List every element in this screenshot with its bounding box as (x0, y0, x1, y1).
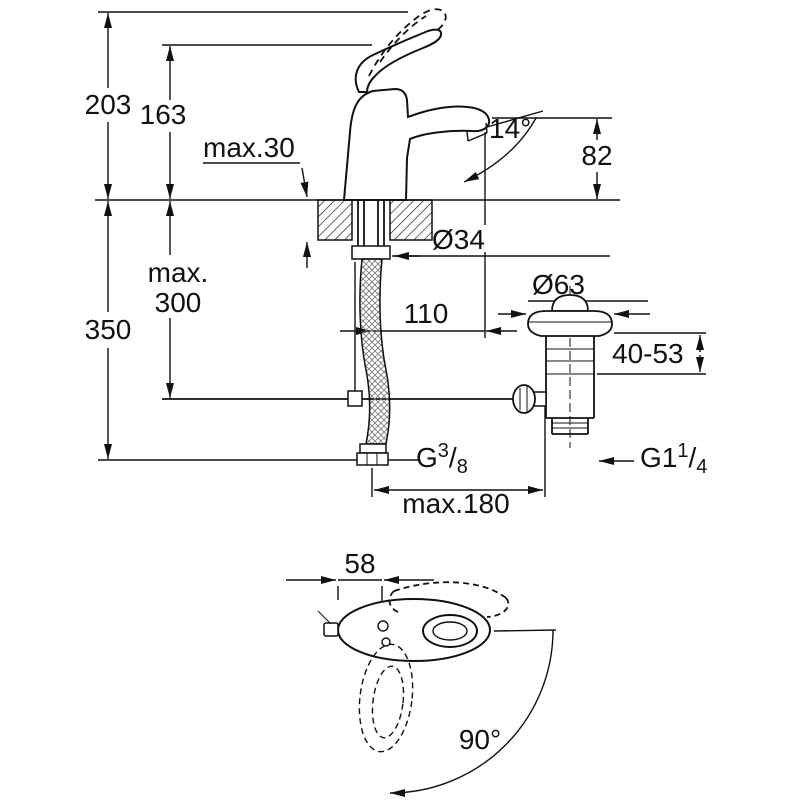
dim-14deg-arc-arrow (463, 117, 537, 183)
hose-braid (359, 258, 391, 445)
dim-350-label: 350 (85, 314, 132, 345)
dim-110-label: 110 (404, 298, 449, 329)
supply-thread-slash: / (449, 442, 457, 473)
plan-lever-dashed (388, 581, 510, 618)
mounting-shank (351, 200, 391, 260)
dim-max300-label-line2: 300 (155, 287, 202, 318)
label-waste-thread: G11/4 (640, 440, 707, 478)
waste-thread-prefix: G1 (640, 442, 677, 473)
waste-flange (527, 310, 613, 337)
dim-163-label: 163 (140, 99, 187, 130)
plan-spout-ring-inner (432, 621, 468, 641)
dim-82-label: 82 (581, 140, 612, 171)
mounting-nut (351, 245, 391, 260)
plan-swivel-outline (358, 643, 414, 753)
dim-range-label: 40-53 (612, 338, 684, 369)
supply-thread-denominator: 8 (457, 456, 468, 478)
swivel-spout-outer (358, 643, 414, 753)
faucet-body (342, 87, 491, 201)
popup-waste-assembly (512, 286, 613, 448)
plan-faucet (317, 581, 510, 753)
plan-spout-ring-outer (422, 614, 478, 648)
waste-plug (551, 294, 589, 312)
waste-thread-slash: / (688, 442, 696, 473)
dim-90deg-arc (389, 629, 554, 797)
hose-ferrule (359, 443, 387, 454)
supply-thread-numerator: 3 (438, 440, 449, 462)
waste-knurled-nut (512, 384, 536, 414)
supply-thread-prefix: G (416, 442, 438, 473)
dim-90deg-label: 90° (459, 724, 501, 755)
front-view-labels: 203 163 max.30 14° 82 Ø34 Ø63 max. 300 3… (85, 89, 708, 519)
top-view: 58 90° (286, 548, 557, 797)
dim-dia34-label: Ø34 (432, 224, 485, 255)
extension-lines (95, 11, 706, 497)
angle-ray-14deg (486, 110, 544, 128)
popup-linkage (162, 262, 545, 407)
front-view: 203 163 max.30 14° 82 Ø34 Ø63 max. 300 3… (85, 8, 708, 519)
swivel-spout-inner (371, 665, 405, 739)
plan-cartridge-dot-1 (377, 620, 389, 632)
faucet-lever (354, 28, 443, 93)
mounting-deck-hatch (317, 199, 433, 241)
faucet (342, 8, 491, 201)
dimension-lines (104, 13, 704, 494)
top-view-labels: 58 90° (344, 548, 501, 755)
label-supply-thread: G3/8 (416, 440, 468, 478)
dim-203-label: 203 (85, 89, 132, 120)
plan-pullrod-tab (323, 622, 339, 637)
dim-14deg-label: 14° (489, 113, 531, 144)
hose-nut (356, 452, 389, 466)
dim-dia63-label: Ø63 (532, 269, 585, 300)
ext-swivel-start (493, 629, 557, 632)
dim-max30-label: max.30 (203, 132, 295, 163)
plan-pullrod-line (317, 610, 332, 625)
waste-thread-denominator: 4 (696, 456, 707, 478)
dim-58-label: 58 (344, 548, 375, 579)
dim-max30-down (300, 167, 309, 198)
deck-left-block (317, 199, 353, 241)
supply-hose (356, 258, 391, 466)
waste-thread-numerator: 1 (677, 440, 688, 462)
dim-max300-label-line1: max. (148, 257, 209, 288)
dim-max180-label: max.180 (402, 488, 509, 519)
popup-rod-joint (347, 390, 363, 407)
deck-right-block (389, 199, 433, 241)
plan-cartridge-dot-2 (381, 637, 391, 647)
lever-raised-dashed (368, 8, 447, 77)
waste-tailpiece (551, 418, 589, 435)
spout-aerator (466, 122, 488, 142)
